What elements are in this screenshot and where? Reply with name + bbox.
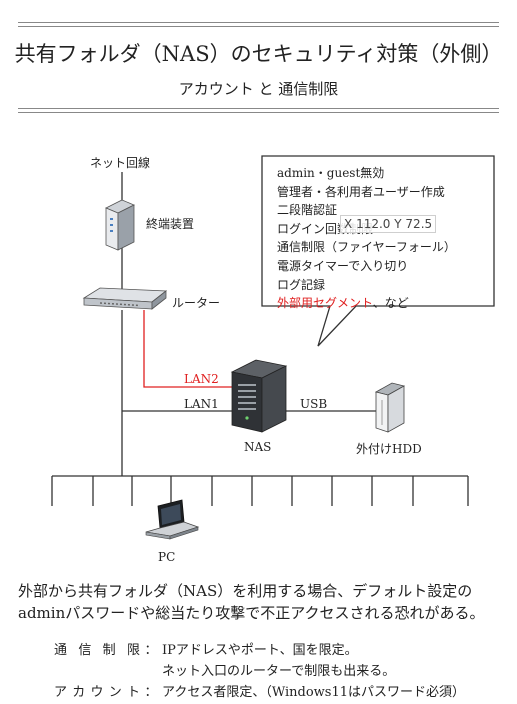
- note-colon: ：: [144, 685, 158, 700]
- coord-y-label: Y: [394, 217, 402, 231]
- note-account-line: アクセス者限定、（Windows11はパスワード必須）: [162, 685, 466, 700]
- bottom-rule-2: [18, 112, 499, 113]
- line-lan2: [143, 310, 232, 388]
- external-hdd-icon: [374, 382, 406, 433]
- bubble-line: 管理者・各利用者ユーザー作成: [277, 184, 445, 199]
- bubble-line: 二段階認証: [277, 203, 338, 218]
- label-lan1: LAN1: [184, 397, 219, 411]
- note-account-label: アカウント: [54, 685, 140, 700]
- note-comm-row: 通信制限 ： IPアドレスやポート、国を限定。: [54, 640, 465, 661]
- page-title: 共有フォルダ（NAS）のセキュリティ対策（外側）: [14, 42, 503, 66]
- description-line-1: 外部から共有フォルダ（NAS）を利用する場合、デフォルト設定の: [18, 582, 473, 600]
- terminal-device-icon: [105, 199, 135, 251]
- coordinate-readout: X 112.0 Y 72.5: [340, 215, 437, 233]
- label-router: ルーター: [172, 296, 221, 310]
- description: 外部から共有フォルダ（NAS）を利用する場合、デフォルト設定の adminパスワ…: [18, 580, 484, 624]
- label-usb: USB: [300, 397, 328, 411]
- bubble-line: ログ記録: [277, 277, 326, 292]
- note-comm-row-2: ネット入口のルーターで制限も出来る。: [54, 661, 465, 682]
- page-subtitle: アカウント と 通信制限: [178, 80, 339, 98]
- label-hdd: 外付けHDD: [356, 442, 422, 456]
- note-comm-line-2: ネット入口のルーターで制限も出来る。: [162, 664, 396, 679]
- router-icon: [82, 287, 168, 310]
- notes: 通信制限 ： IPアドレスやポート、国を限定。 ネット入口のルーターで制限も出来…: [54, 640, 465, 703]
- coord-x-value: 112.0: [356, 217, 391, 231]
- label-nas: NAS: [244, 440, 272, 454]
- bubble-red-text: 外部用セグメント: [277, 296, 373, 311]
- coord-x-label: X: [344, 217, 353, 231]
- bubble-line-last: 外部用セグメント、など: [277, 294, 456, 313]
- note-account-row: アカウント ： アクセス者限定、（Windows11はパスワード必須）: [54, 682, 465, 703]
- bubble-tail-text: 、など: [372, 296, 409, 311]
- coord-y-value: 72.5: [405, 217, 433, 231]
- speech-bubble: [261, 155, 495, 347]
- bubble-line: admin・guest無効: [277, 166, 385, 180]
- note-comm-line-1: IPアドレスやポート、国を限定。: [162, 643, 358, 658]
- label-internet: ネット回線: [90, 156, 151, 170]
- description-line-2: adminパスワードや総当たり攻撃で不正アクセスされる恐れがある。: [18, 604, 485, 622]
- pc-laptop-icon: [145, 499, 200, 540]
- bubble-line: 電源タイマーで入り切り: [277, 258, 409, 273]
- bubble-text: admin・guest無効 管理者・各利用者ユーザー作成 二段階認証 ログイン回…: [277, 164, 456, 313]
- label-terminal: 終端装置: [146, 217, 195, 231]
- nas-server-icon: [230, 359, 288, 433]
- bubble-line: 通信制限（ファイヤーフォール）: [277, 240, 456, 255]
- label-pc: PC: [158, 550, 176, 564]
- bottom-rule-1: [18, 108, 499, 109]
- label-lan2: LAN2: [184, 372, 219, 386]
- top-rule-1: [18, 22, 499, 23]
- bus-drops: [51, 476, 469, 506]
- note-comm-label: 通信制限: [54, 643, 140, 658]
- top-rule-2: [18, 26, 499, 27]
- note-colon: ：: [144, 643, 158, 658]
